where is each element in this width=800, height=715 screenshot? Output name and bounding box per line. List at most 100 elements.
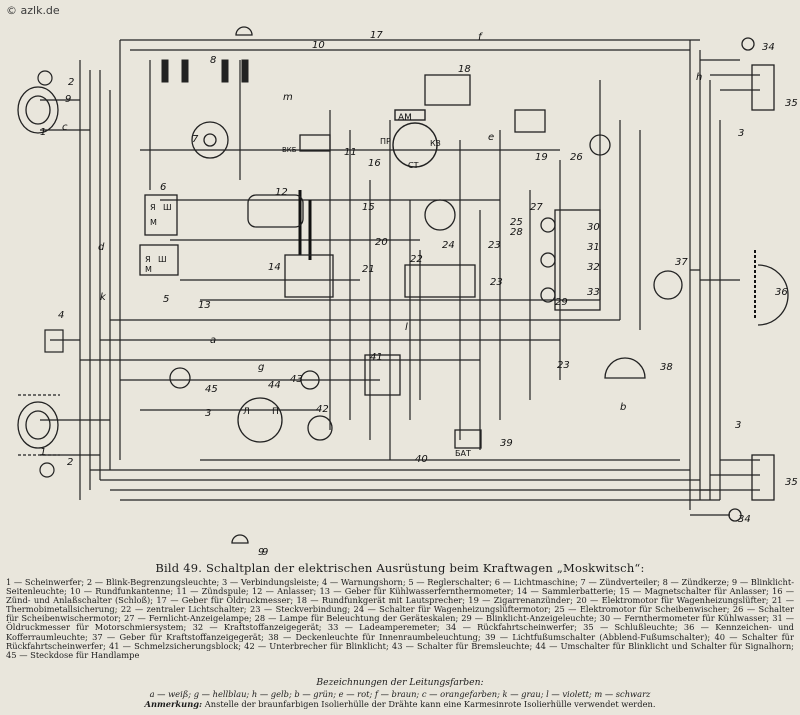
wire — [90, 459, 720, 501]
wire — [79, 40, 121, 500]
legend-item: 24 — Schalter für Wagenheizungslüftermot… — [353, 604, 555, 615]
component-number: 24 — [442, 240, 455, 251]
component-number: 9 — [65, 94, 71, 105]
component-number: 23 — [490, 277, 503, 288]
component-number: 26 — [570, 152, 583, 163]
component-number: 35 — [785, 477, 798, 488]
component-number: 39 — [500, 438, 513, 449]
component-number: 41 — [370, 352, 383, 363]
legend-item: 28 — Lampe für Beleuchtung der Geräteska… — [254, 613, 462, 624]
wire — [40, 99, 110, 456]
component-number: 9 — [262, 547, 268, 558]
wiper-motor-icon — [514, 109, 611, 156]
legend-item: 20 — Elektromotor für Wagenheizungslüfte… — [576, 595, 772, 606]
battery-cable — [298, 190, 312, 260]
generator-terminal-label: Ш — [163, 203, 172, 212]
wire — [329, 110, 421, 460]
note-label: Anmerkung: — [144, 699, 203, 709]
component-number: 31 — [587, 242, 600, 253]
wiring-diagram: 1294219101718871116126135141520212224231… — [17, 26, 798, 558]
legend-item: 19 — Zigarrenanzünder; — [468, 595, 577, 606]
component-number: 23 — [488, 240, 501, 251]
legend-item: 10 — Rundfunkantenne; — [69, 586, 177, 597]
legend-item: 1 — Scheinwerfer; — [6, 577, 87, 587]
wire — [689, 40, 721, 510]
legend-item: 38 — Deckenleuchte für Innenraumbeleucht… — [268, 631, 485, 642]
component-number: 3 — [738, 128, 744, 139]
generator-terminal-label: Я — [150, 203, 156, 212]
component-number: 21 — [362, 264, 375, 275]
site-watermark: © azlk.de — [6, 4, 60, 17]
legend-item: 4 — Warnungshorn; — [322, 577, 409, 587]
component-number: 4 — [58, 310, 64, 321]
component-number: 12 — [275, 187, 288, 198]
socket-icon — [169, 367, 191, 389]
component-number: 20 — [375, 237, 388, 248]
component-number: 1 — [40, 127, 46, 138]
note: Anmerkung: Anstelle der braunfarbigen Is… — [0, 699, 800, 709]
legend-item: 14 — Sammlerbatterie; — [516, 586, 620, 597]
component-number: 33 — [587, 287, 600, 298]
component-number: 29 — [555, 297, 568, 308]
component-number: 45 — [205, 384, 218, 395]
wire-color-letter: a — [210, 335, 216, 346]
component-number: 18 — [458, 64, 471, 75]
regulator-terminal-label: М — [145, 265, 152, 274]
switch-terminal-label: ПР — [380, 137, 391, 146]
flasher-icon — [307, 415, 333, 441]
legend-item: 12 — Anlasser; — [251, 586, 320, 597]
component-number: 44 — [268, 380, 281, 391]
component-number: 43 — [290, 374, 303, 385]
component-number: 34 — [738, 514, 751, 525]
horn-icon — [44, 329, 64, 353]
wire-color-letter: m — [283, 92, 293, 103]
component-number: 37 — [675, 257, 688, 268]
starter-motor-icon — [247, 194, 304, 228]
wire — [120, 39, 700, 190]
side-repeater-icon — [231, 26, 253, 544]
ignition-coil-icon — [299, 134, 331, 152]
regulator-icon — [139, 244, 179, 276]
legend-item: 27 — Fernlicht-Anzeigelampe; — [123, 613, 255, 624]
wire-colors-legend: a — weiß; g — hellblau; h — gelb; b — gr… — [149, 689, 651, 699]
legend-item: 42 — Unterbrecher für Blinklicht; — [244, 640, 392, 651]
wire-color-letter: k — [100, 292, 107, 303]
headlamp-icon — [17, 86, 60, 456]
legend-item: 40 — Schalter für Rückfahrtscheinwerfer; — [6, 631, 794, 651]
legend-item: 25 — Elektromotor für Scheibenwischer; — [554, 604, 733, 615]
brake-switch-icon — [300, 370, 320, 390]
component-number: 32 — [587, 262, 600, 273]
component-number: 27 — [530, 202, 543, 213]
blinker-switch-label: Л — [243, 407, 250, 417]
legend-item: 15 — Magnetschalter für Anlasser; — [619, 586, 772, 597]
wire-color-letter: b — [620, 402, 626, 413]
legend-item: 8 — Zündkerze; — [662, 577, 732, 587]
generator-icon — [144, 194, 178, 236]
legend-item: 43 — Schalter für Bremsleuchte; — [391, 640, 536, 651]
component-number: 36 — [775, 287, 788, 298]
blinker-switch-label: П — [272, 407, 279, 417]
component-number: 38 — [660, 362, 673, 373]
ignition-switch-icon — [392, 109, 438, 168]
component-number: 10 — [312, 40, 325, 51]
component-number: 25 — [510, 217, 523, 228]
legend-item: 9 — Blinklicht-Seitenleuchte; — [6, 577, 795, 597]
legend-item: 18 — Rundfunkgerät mit Lautsprecher; — [296, 595, 469, 606]
legend-item: 30 — Fernthermometer für Kühlwasser; — [599, 613, 773, 624]
diagram-caption: Bild 49. Schaltplan der elektrischen Aus… — [155, 561, 645, 575]
legend-item: 16 — Zünd- und Anlaßschalter (Schloß); — [6, 586, 795, 606]
legend-item: 39 — Lichtfußumschalter (Abblend-Fußumsc… — [484, 631, 715, 642]
legend-item: 37 — Geber für Kraftstoffanzeigegerät; — [92, 631, 269, 642]
wire-color-letter: f — [478, 32, 483, 43]
legend-item: 31 — Öldruckmesser für Motorschmiersyste… — [6, 613, 795, 633]
battery-icon — [284, 254, 334, 298]
legend-item: 44 — Umschalter für Blinklicht und Schal… — [535, 640, 794, 651]
distributor-icon — [191, 121, 229, 159]
switch-terminal-label: КЗ — [430, 139, 441, 148]
legend-item: 6 — Lichtmaschine; — [494, 577, 581, 587]
legend-item: 22 — zentraler Lichtschalter; — [120, 604, 250, 615]
plate-lamp-icon — [757, 264, 789, 326]
radio-icon — [424, 74, 471, 106]
wire — [459, 130, 561, 450]
component-number: 35 — [785, 98, 798, 109]
